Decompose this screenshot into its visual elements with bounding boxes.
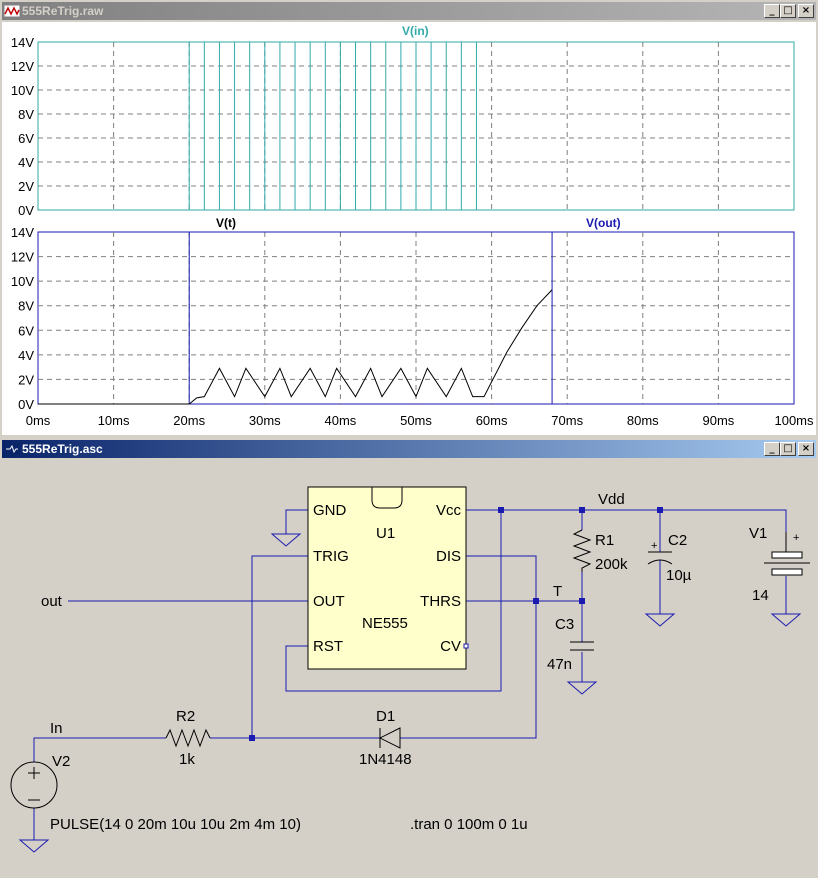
r2-value-label: 1k xyxy=(179,751,195,768)
d1-ref-label: D1 xyxy=(376,708,395,725)
lower-pane-y-tick: 8V xyxy=(18,299,34,314)
upper-pane-y-tick: 10V xyxy=(11,83,34,98)
junctions xyxy=(249,507,663,741)
v2-source[interactable] xyxy=(10,761,58,809)
r2-resistor[interactable] xyxy=(165,728,211,748)
c3-capacitor[interactable] xyxy=(570,641,594,651)
lower-pane-y-tick: 12V xyxy=(11,250,34,265)
pin-dis-label: DIS xyxy=(436,548,461,565)
tran-directive: .tran 0 100m 0 1u xyxy=(410,816,528,833)
upper-pane-y-tick: 12V xyxy=(11,59,34,74)
x-tick: 90ms xyxy=(703,413,735,428)
trace-label-vt: V(t) xyxy=(216,216,236,230)
lower-pane-y-tick: 2V xyxy=(18,372,34,387)
schematic-drawing[interactable]: + + GND xyxy=(2,460,816,873)
upper-pane-y-tick: 6V xyxy=(18,131,34,146)
vin-trace xyxy=(38,41,794,211)
upper-pane-y-tick: 4V xyxy=(18,155,34,170)
v2-value-label: PULSE(14 0 20m 10u 10u 2m 4m 10) xyxy=(50,816,301,833)
lower-pane-y-tick: 14V xyxy=(11,225,34,240)
schematic-canvas[interactable]: + + GND xyxy=(2,460,816,873)
svg-text:+: + xyxy=(651,540,657,552)
minimize-icon[interactable]: _ xyxy=(764,4,780,18)
x-tick: 100ms xyxy=(774,413,814,428)
lower-pane-y-tick: 10V xyxy=(11,274,34,289)
lower-pane-y-tick: 0V xyxy=(18,397,34,412)
wires xyxy=(33,509,787,840)
pin-vcc-label: Vcc xyxy=(436,502,462,519)
pin-rst-label: RST xyxy=(313,638,343,655)
upper-pane-y-tick: 2V xyxy=(18,179,34,194)
d1-value-label: 1N4148 xyxy=(359,751,412,768)
r1-ref-label: R1 xyxy=(595,532,614,549)
v1-battery[interactable]: + xyxy=(764,532,810,576)
v2-ref-label: V2 xyxy=(52,753,70,770)
x-tick: 80ms xyxy=(627,413,659,428)
lower-pane-y-tick: 4V xyxy=(18,348,34,363)
x-tick: 30ms xyxy=(249,413,281,428)
pin-thrs-label: THRS xyxy=(420,593,461,610)
ne555-ic[interactable] xyxy=(307,486,469,670)
pin-out-label: OUT xyxy=(313,593,345,610)
x-tick: 60ms xyxy=(476,413,508,428)
ground-symbols xyxy=(18,533,802,853)
waveform-plot[interactable]: 14V 12V 10V 8V 6V 4V 2V 0V V(in) 14V 12V 10V 8V 6V 4V 2… xyxy=(2,22,816,435)
pin-trig-label: TRIG xyxy=(313,548,349,565)
svg-text:+: + xyxy=(793,532,799,544)
x-tick: 40ms xyxy=(325,413,357,428)
schematic-window: 555ReTrig.asc _ □ × xyxy=(0,438,818,875)
upper-pane-y-tick: 0V xyxy=(18,203,34,218)
plot-window-titlebar[interactable]: 555ReTrig.raw _ □ × xyxy=(2,2,816,20)
minimize-icon[interactable]: _ xyxy=(764,442,780,456)
c2-ref-label: C2 xyxy=(668,532,687,549)
close-icon[interactable]: × xyxy=(798,442,814,456)
upper-pane-y-tick: 14V xyxy=(11,35,34,50)
trace-label-vout: V(out) xyxy=(586,216,621,230)
upper-pane-y-tick: 8V xyxy=(18,107,34,122)
schematic-app-icon xyxy=(4,442,20,456)
c3-value-label: 47n xyxy=(547,656,572,673)
vt-trace xyxy=(38,289,553,405)
pin-cv-label: CV xyxy=(440,638,461,655)
r1-resistor[interactable] xyxy=(572,529,592,572)
lower-pane-y-tick: 6V xyxy=(18,323,34,338)
net-out-label: out xyxy=(41,593,63,610)
x-tick: 50ms xyxy=(400,413,432,428)
net-t-label: T xyxy=(553,583,562,600)
net-vdd-label: Vdd xyxy=(598,491,625,508)
schematic-window-title: 555ReTrig.asc xyxy=(22,442,103,456)
waveform-app-icon xyxy=(4,4,20,18)
maximize-icon[interactable]: □ xyxy=(780,442,796,456)
v1-value-label: 14 xyxy=(752,587,769,604)
plot-window-title: 555ReTrig.raw xyxy=(22,4,104,18)
plot-area[interactable]: 14V 12V 10V 8V 6V 4V 2V 0V V(in) 14V 12V 10V 8V 6V 4V 2… xyxy=(2,22,816,435)
x-tick: 10ms xyxy=(98,413,130,428)
pin-gnd-label: GND xyxy=(313,502,347,519)
r2-ref-label: R2 xyxy=(176,708,195,725)
c2-value-label: 10µ xyxy=(666,567,692,584)
c3-ref-label: C3 xyxy=(555,616,574,633)
x-tick: 70ms xyxy=(551,413,583,428)
d1-diode[interactable] xyxy=(378,727,401,749)
maximize-icon[interactable]: □ xyxy=(780,4,796,18)
close-icon[interactable]: × xyxy=(798,4,814,18)
schematic-window-titlebar[interactable]: 555ReTrig.asc _ □ × xyxy=(2,440,816,458)
x-tick: 0ms xyxy=(26,413,51,428)
c2-capacitor[interactable]: + xyxy=(647,540,673,565)
v1-ref-label: V1 xyxy=(749,525,767,542)
plot-window: 555ReTrig.raw _ □ × 14V 12V 10V 8V 6V 4V 2V 0V V… xyxy=(0,0,818,437)
ic-part-label: NE555 xyxy=(362,615,408,632)
trace-label-vin: V(in) xyxy=(402,24,429,38)
r1-value-label: 200k xyxy=(595,556,628,573)
net-in-label: In xyxy=(50,720,63,737)
x-tick: 20ms xyxy=(173,413,205,428)
ic-ref-label: U1 xyxy=(376,525,395,542)
